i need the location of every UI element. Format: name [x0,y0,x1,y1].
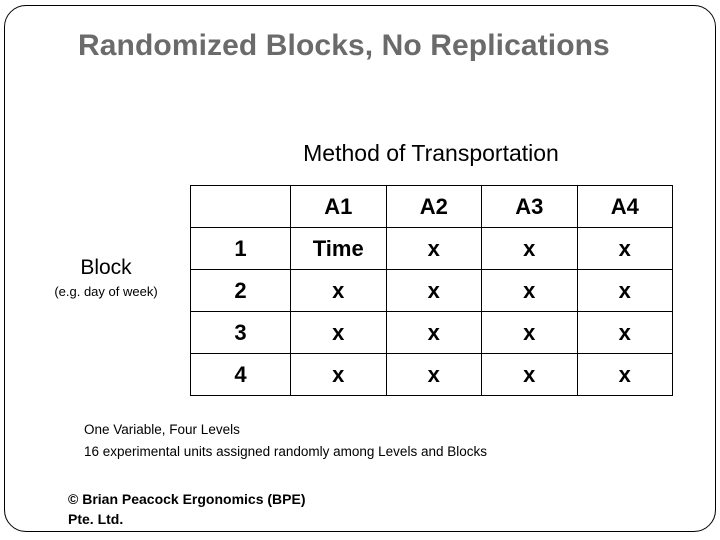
cell-3-a4: x [576,311,673,354]
footnote-line-1: One Variable, Four Levels [84,422,240,437]
copyright-notice: © Brian Peacock Ergonomics (BPE) Pte. Lt… [68,490,306,530]
cell-3-a3: x [481,311,578,354]
row-header-4: 4 [190,353,291,396]
block-label-sub: (e.g. day of week) [54,284,158,300]
copyright-line-2: Pte. Ltd. [68,510,124,527]
cell-4-a4: x [576,353,673,396]
footnote-line-2: 16 experimental units assigned randomly … [84,443,487,459]
cell-1-a2: x [385,227,482,270]
copyright-line-1: © Brian Peacock Ergonomics (BPE) [68,491,306,507]
cell-4-a3: x [481,353,578,396]
factor-group-header: Method of Transportation [303,140,559,166]
column-header-a2: A2 [385,185,482,228]
cell-2-a2: x [385,269,482,312]
column-header-a3: A3 [481,185,578,228]
cell-1-a3: x [481,227,578,270]
footnotes: One Variable, Four Levels 16 experimenta… [84,419,487,463]
row-header-3: 3 [190,311,291,354]
cell-2-a4: x [576,269,673,312]
cell-4-a2: x [385,353,482,396]
table-row: 2 x x x x [190,269,673,312]
row-header-1: 1 [190,227,291,270]
table-row: 3 x x x x [190,311,673,354]
block-group-label: Block (e.g. day of week) [6,256,206,299]
column-header-a4: A4 [576,185,673,228]
cell-2-a3: x [481,269,578,312]
cell-3-a1: x [290,311,387,354]
cell-1-a4: x [576,227,673,270]
cell-2-a1: x [290,269,387,312]
row-header-2: 2 [190,269,291,312]
table-row: 1 Time x x x [190,227,673,270]
cell-1-a1: Time [290,227,387,270]
table-corner-cell [190,185,291,228]
page-title: Randomized Blocks, No Replications [78,29,610,62]
cell-3-a2: x [385,311,482,354]
block-label-main: Block [80,256,132,279]
column-header-a1: A1 [290,185,387,228]
table-header-row: A1 A2 A3 A4 [190,185,673,228]
randomized-blocks-table: A1 A2 A3 A4 1 Time x x x 2 x x x x 3 [190,185,673,396]
cell-4-a1: x [290,353,387,396]
table-row: 4 x x x x [190,353,673,396]
